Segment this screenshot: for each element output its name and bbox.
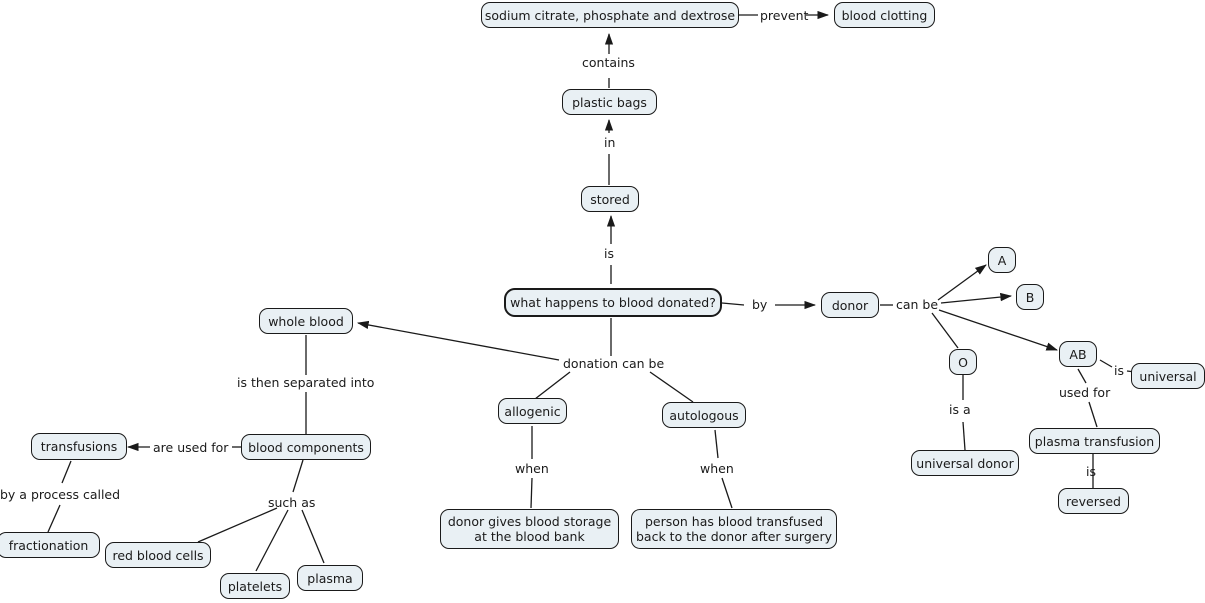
edge-label-are-used-for: are used for [153,440,229,455]
edge-label-is-reversed: is [1086,464,1096,479]
edge-label-is-stored: is [604,246,614,261]
edge-label-such-as: such as [268,495,316,510]
edge-label-can-be: can be [896,297,939,312]
node-blood-type-b[interactable]: B [1016,284,1044,310]
node-universal-donor[interactable]: universal donor [911,450,1019,476]
node-blood-components[interactable]: blood components [241,434,371,460]
edge-autologous-when [714,429,719,459]
edge-isa-univdonor [962,421,966,451]
node-plastic-bags[interactable]: plastic bags [562,89,657,115]
edge-canbe-AB [938,309,1058,351]
edge-label-when-autologous: when [700,461,734,476]
edge-canbe-A [937,264,987,301]
edge-label-used-for: used for [1059,385,1111,400]
node-red-blood-cells[interactable]: red blood cells [105,542,211,568]
edge-label-donation-can-be: donation can be [563,356,665,371]
edge-when-allotext [530,477,533,509]
node-universal[interactable]: universal [1131,363,1205,389]
edge-suchas-plasma [301,509,325,564]
edge-label-by-a-process-called: by a process called [0,487,121,502]
edge-suchas-platelets [255,509,289,572]
edge-label-prevent: prevent [760,8,809,23]
node-root-question[interactable]: what happens to blood donated? [504,288,722,317]
node-allogenic[interactable]: allogenic [498,398,567,424]
edge-label-contains: contains [582,55,635,70]
edge-usedfor-plasmatrans [1088,401,1098,428]
node-donor[interactable]: donor [821,292,879,318]
node-blood-clotting[interactable]: blood clotting [834,2,935,28]
node-reversed[interactable]: reversed [1058,488,1129,514]
edge-label-is-universal: is [1114,363,1124,378]
node-whole-blood[interactable]: whole blood [259,308,353,334]
edge-transfusions-process [61,460,72,484]
node-plasma[interactable]: plasma [297,565,363,591]
edge-AB-usedfor [1077,368,1087,384]
node-autologous[interactable]: autologous [662,402,746,428]
node-blood-type-a[interactable]: A [988,247,1016,273]
edge-process-fractionation [47,504,61,533]
edge-label-in: in [604,135,616,150]
edge-label-by: by [752,297,768,312]
node-blood-type-o[interactable]: O [949,349,977,375]
edge-AB-is [1099,359,1113,368]
edge-suchas-rbc [197,507,278,543]
node-transfusions[interactable]: transfusions [31,433,127,460]
edge-donation-wholeblood [356,320,560,361]
node-fractionation[interactable]: fractionation [0,532,100,558]
node-autologous-description[interactable]: person has blood transfused back to the … [631,509,837,549]
edge-canbe-O [931,312,959,349]
edge-label-is-a: is a [949,402,971,417]
node-stored[interactable]: stored [581,186,639,212]
edge-canbe-B [940,292,1013,304]
node-allogenic-description[interactable]: donor gives blood storage at the blood b… [440,509,619,549]
edge-donation-autologous [649,371,694,403]
node-platelets[interactable]: platelets [220,573,290,599]
edge-label-when-allogenic: when [515,461,549,476]
edge-donation-allogenic [534,371,571,400]
node-sodium-citrate[interactable]: sodium citrate, phosphate and dextrose [481,2,739,28]
node-plasma-transfusion[interactable]: plasma transfusion [1029,428,1160,454]
edge-root-by [721,302,745,306]
edge-bloodcomp-suchas [292,459,304,493]
edge-when-autotext [721,477,733,509]
node-blood-type-ab[interactable]: AB [1059,341,1097,367]
edge-label-is-then-separated-into: is then separated into [237,375,375,390]
